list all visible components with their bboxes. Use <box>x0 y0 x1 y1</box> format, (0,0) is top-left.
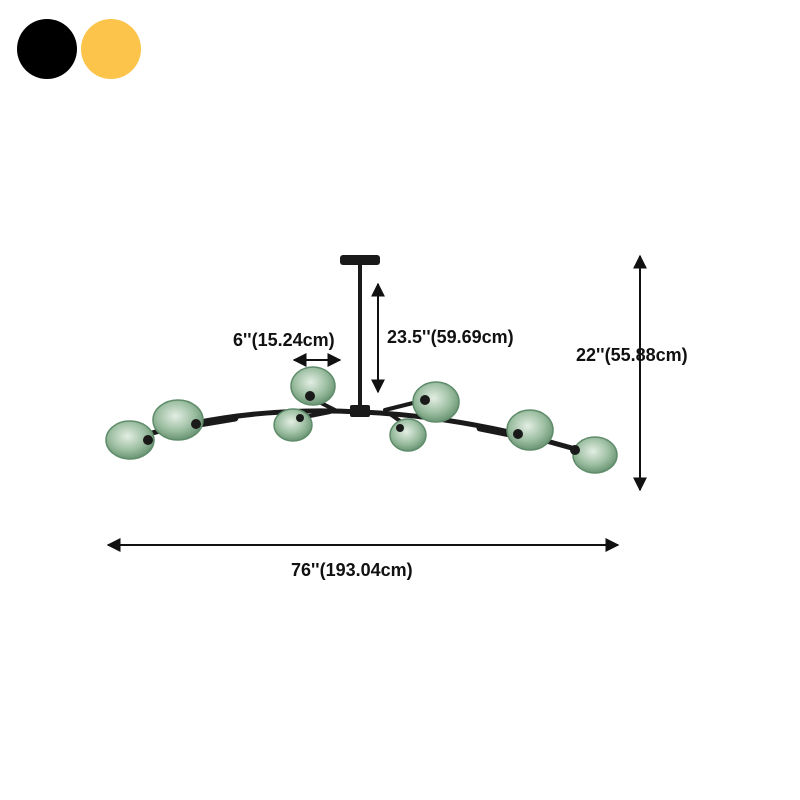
glass-shade <box>506 409 554 451</box>
bulb-sockets <box>143 391 580 455</box>
glass-shade <box>152 399 204 441</box>
center-hub <box>350 405 370 417</box>
glass-shade <box>290 366 336 406</box>
color-swatch-black[interactable] <box>17 19 77 79</box>
shade-width-label: 6''(15.24cm) <box>233 330 335 350</box>
glass-shade <box>389 418 427 452</box>
glass-shade <box>105 420 155 460</box>
dimension-arrows <box>106 254 647 552</box>
drop-length-label: 23.5''(59.69cm) <box>387 327 514 347</box>
width-label: 76''(193.04cm) <box>291 560 413 580</box>
glass-shade <box>412 381 460 423</box>
glass-shades <box>105 366 618 474</box>
glass-shade <box>572 436 618 474</box>
height-label: 22''(55.88cm) <box>576 345 688 365</box>
glass-shade <box>273 408 313 442</box>
ceiling-canopy <box>340 255 380 265</box>
color-swatch-gold[interactable] <box>81 19 141 79</box>
